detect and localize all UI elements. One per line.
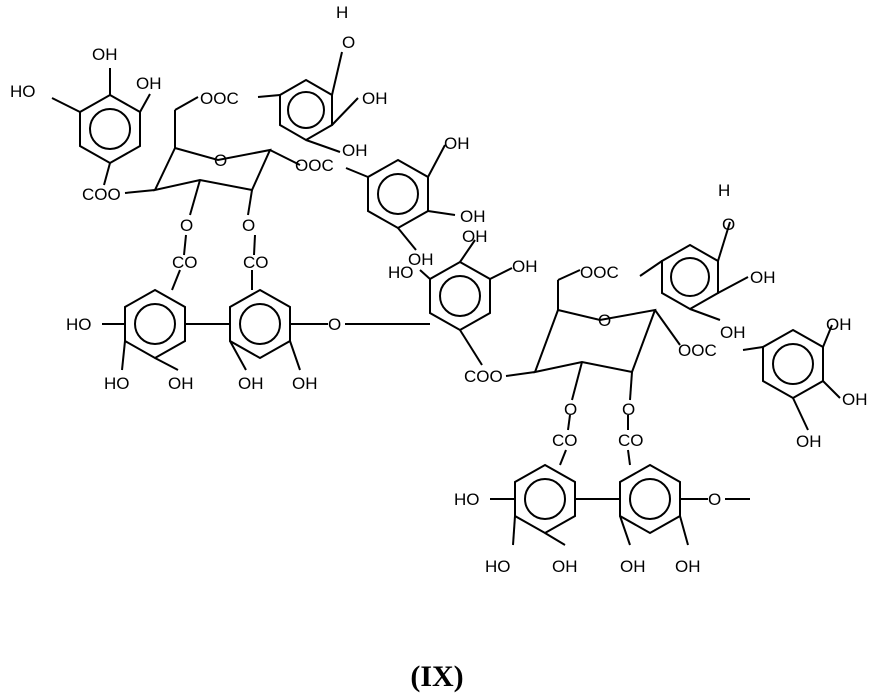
atom-label-methoxy-o: O: [708, 490, 721, 509]
atom-label-oh: OH: [444, 134, 470, 153]
sugar-ring-top: [153, 147, 272, 192]
atom-label-oh: OH: [342, 141, 368, 160]
atom-label-ho: HO: [388, 263, 414, 282]
atom-label-oh: OH: [462, 227, 488, 246]
sugar-ring-bottom: [533, 308, 657, 374]
atom-label-ho: HO: [66, 315, 92, 334]
atom-label-co: CO: [243, 253, 269, 272]
atom-label-oh: OH: [92, 45, 118, 64]
atom-label-oh: OH: [796, 432, 822, 451]
atom-label-o: O: [564, 400, 577, 419]
atom-label-o: O: [180, 216, 193, 235]
atom-label-oh: OH: [136, 74, 162, 93]
hhdp-ring-right-b: [619, 463, 681, 535]
atom-label-sugar-o: O: [598, 311, 611, 330]
aromatic-circle: [287, 91, 325, 129]
atom-label-oh: OH: [408, 250, 434, 269]
atom-label-oh: OH: [512, 257, 538, 276]
atom-label-ooc: OOC: [200, 89, 239, 108]
atom-label-o: O: [342, 33, 355, 52]
atom-label-ooc: OOC: [678, 341, 717, 360]
atom-label-ooc: OOC: [580, 263, 619, 282]
aromatic-circle: [772, 343, 814, 385]
atom-label-oh: OH: [620, 557, 646, 576]
atom-label-o: O: [722, 215, 735, 234]
compound-label: (IX): [410, 660, 464, 693]
atom-label-o: O: [242, 216, 255, 235]
bonds: [51, 51, 841, 546]
atom-label-oh: OH: [842, 390, 868, 409]
atom-label-h: H: [718, 181, 730, 200]
atom-label-ether-o: O: [328, 315, 341, 334]
atom-label-co: CO: [618, 431, 644, 450]
atom-labels: OH HO OH COO OOC H O OH OH O OOC O O CO …: [10, 3, 868, 576]
atom-label-oh: OH: [460, 207, 486, 226]
atom-label-co: CO: [172, 253, 198, 272]
atom-label-oh: OH: [750, 268, 776, 287]
atom-label-oh: OH: [168, 374, 194, 393]
atom-label-ho: HO: [454, 490, 480, 509]
aromatic-circle: [377, 173, 419, 215]
aromatic-circle: [524, 478, 566, 520]
atom-label-oh: OH: [362, 89, 388, 108]
atom-label-co: CO: [552, 431, 578, 450]
aromatic-circle: [134, 303, 176, 345]
atom-label-oh: OH: [238, 374, 264, 393]
aromatic-circle: [670, 257, 710, 297]
atom-label-o: O: [622, 400, 635, 419]
atom-label-oh: OH: [292, 374, 318, 393]
atom-label-ooc: OOC: [295, 156, 334, 175]
atom-label-ho: HO: [485, 557, 511, 576]
aromatic-circle: [89, 108, 131, 150]
aromatic-circle: [629, 478, 671, 520]
aromatic-circle: [239, 303, 281, 345]
atom-label-oh: OH: [826, 315, 852, 334]
atom-label-h: H: [336, 3, 348, 22]
atom-label-coo: COO: [82, 185, 121, 204]
atom-label-ho: HO: [104, 374, 130, 393]
atom-label-oh: OH: [675, 557, 701, 576]
atom-label-oh: OH: [552, 557, 578, 576]
atom-label-coo: COO: [464, 367, 503, 386]
hhdp-ring-left-b: [229, 288, 291, 360]
atom-label-sugar-o: O: [214, 151, 227, 170]
aromatic-circle: [439, 275, 481, 317]
atom-label-ho: HO: [10, 82, 36, 101]
atom-label-oh: OH: [720, 323, 746, 342]
